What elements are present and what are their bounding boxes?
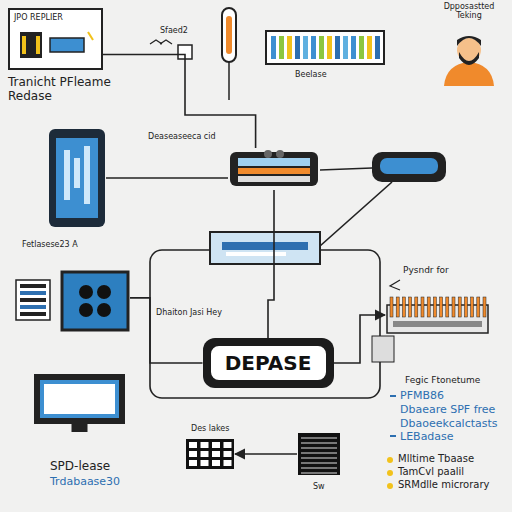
dash [390,395,396,397]
chip-icon [385,295,490,335]
bar-strip [226,252,286,256]
caption: Beelase [295,70,365,79]
caption: Des lakes [191,424,251,433]
sub-caption: Tranicht PFleame Redase [8,76,118,104]
list-item: TamCvl paalil [398,466,464,478]
square-device-icon [60,270,130,332]
stripe [20,291,46,295]
remote-screen [380,158,438,174]
person-figure: Dpposastted Teking [438,30,500,86]
grid-panel: Sw [297,432,341,476]
caption: Pysndr for [403,265,493,275]
stripe [20,305,46,309]
list-item: Mlltime Tbaase [398,453,474,465]
stripe [20,298,46,302]
keypad-icon [185,438,235,470]
caption: Dhaiton Jasi Hey [156,308,236,317]
connector [235,453,297,455]
list-item: SRMdlle microrary [398,479,489,491]
plug-stripes [20,284,46,316]
stripe [20,284,46,288]
connector-plug [16,280,50,320]
list-item: Dbaeare SPF free [400,404,495,417]
caption: Sw [313,482,343,491]
caption: Fetlasese23 A [22,240,102,249]
small-module [372,336,394,362]
chip: Pysndr forFegic Ftonetume [385,295,490,335]
connector [130,298,203,363]
box-title: DEPASE [211,346,326,380]
connector [334,315,386,363]
connector [106,177,228,179]
bullet [387,457,393,463]
connector [268,190,274,338]
bar-box [210,232,320,264]
bar [222,242,308,250]
wire [320,168,372,170]
stripe [20,312,46,316]
color-bar-device-icon [265,30,385,65]
list-item: Dbaoeekcalctasts [400,418,498,431]
dash [390,435,396,437]
capsule [222,8,236,62]
connector [103,55,256,149]
pointer [390,280,400,290]
wire [320,182,392,246]
sub-caption: Trdabaase30 [50,476,150,489]
color-bar-device: Beelase [265,30,385,65]
capsule-core [226,16,232,54]
wire [228,62,230,100]
caption: JPO REPLIER [14,13,100,22]
central-box: DEPASE [203,338,334,388]
tablet: Fetlasese23 A [48,128,106,228]
part-label: Sfaed2 [160,26,188,35]
keypad: Des lakes [185,438,235,470]
person-figure-icon [438,30,500,86]
loop-wire [150,250,380,398]
caption: Dpposastted Teking [432,2,506,20]
remote [372,152,446,182]
caption: Deaseaseeca cid [148,132,226,141]
tablet-icon [48,128,106,228]
list-item: PFMB86 [400,390,444,403]
squiggle [150,40,172,44]
sub-caption: Fegic Ftonetume [405,375,505,385]
square-device: Dhaiton Jasi Hey [60,270,130,332]
device-box: JPO REPLIERTranicht PFleame Redase [8,8,103,70]
toaster-unit: Deaseaseeca cid [228,148,320,190]
monitor-icon [32,372,127,434]
caption: SPD-lease [50,460,150,474]
list-item: LEBadase [400,431,454,444]
monitor: SPD-leaseTrdabaase30 [32,372,127,434]
toaster-unit-icon [228,148,320,190]
grid-panel-icon [297,432,341,476]
bullet [387,470,393,476]
bullet [387,483,393,489]
